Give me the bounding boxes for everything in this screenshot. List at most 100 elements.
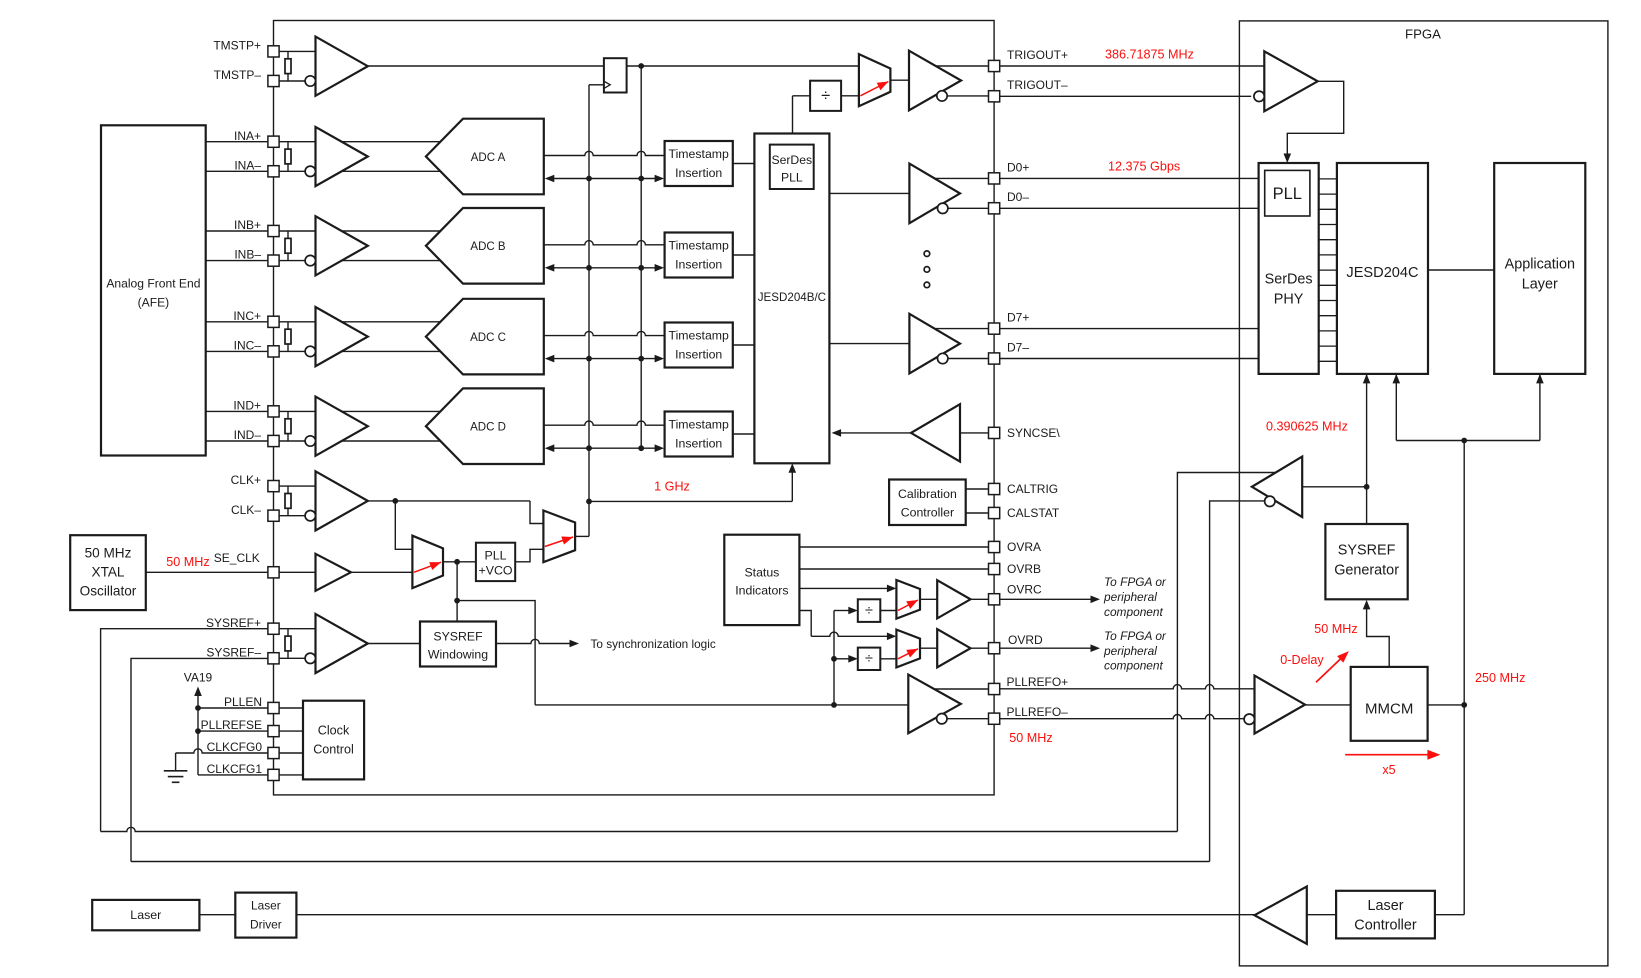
- svg-text:Generator: Generator: [1334, 562, 1399, 578]
- svg-text:TMSTP–: TMSTP–: [214, 68, 262, 82]
- svg-text:SYSREF+: SYSREF+: [206, 616, 261, 630]
- svg-text:PLLEN: PLLEN: [224, 695, 262, 709]
- svg-text:To FPGA or: To FPGA or: [1104, 575, 1167, 589]
- svg-text:÷: ÷: [821, 87, 830, 105]
- svg-text:Laser: Laser: [251, 899, 281, 913]
- svg-text:TMSTP+: TMSTP+: [213, 39, 261, 53]
- svg-text:ADC D: ADC D: [470, 422, 506, 434]
- svg-text:CLK+: CLK+: [231, 473, 261, 487]
- svg-text:12.375 Gbps: 12.375 Gbps: [1108, 159, 1180, 173]
- svg-text:OVRB: OVRB: [1007, 562, 1041, 576]
- svg-text:INC+: INC+: [233, 309, 261, 323]
- svg-text:Driver: Driver: [250, 918, 282, 932]
- svg-text:INA+: INA+: [234, 129, 261, 143]
- svg-text:PHY: PHY: [1274, 291, 1304, 307]
- svg-text:250 MHz: 250 MHz: [1475, 671, 1525, 685]
- svg-text:INB+: INB+: [234, 218, 261, 232]
- svg-text:TRIGOUT–: TRIGOUT–: [1007, 78, 1068, 92]
- svg-text:PLLREFO–: PLLREFO–: [1007, 705, 1069, 719]
- svg-text:50 MHz: 50 MHz: [1314, 622, 1357, 636]
- svg-text:ADC B: ADC B: [470, 241, 505, 253]
- svg-text:D0+: D0+: [1007, 161, 1029, 175]
- svg-text:XTAL: XTAL: [92, 565, 125, 580]
- svg-text:component: component: [1104, 605, 1164, 619]
- svg-text:peripheral: peripheral: [1103, 644, 1157, 658]
- svg-text:Layer: Layer: [1522, 276, 1558, 292]
- svg-text:OVRD: OVRD: [1008, 633, 1043, 647]
- svg-text:OVRC: OVRC: [1007, 583, 1042, 597]
- svg-text:Application: Application: [1505, 256, 1575, 272]
- svg-text:component: component: [1104, 659, 1164, 673]
- svg-text:Laser: Laser: [1368, 898, 1404, 914]
- svg-text:Clock: Clock: [318, 723, 350, 737]
- svg-text:Indicators: Indicators: [735, 584, 788, 598]
- svg-text:÷: ÷: [865, 651, 873, 667]
- svg-text:PLL: PLL: [1273, 185, 1302, 203]
- svg-text:D7+: D7+: [1007, 311, 1029, 325]
- svg-text:SerDes: SerDes: [1265, 271, 1313, 287]
- svg-text:0.390625 MHz: 0.390625 MHz: [1266, 420, 1348, 434]
- svg-text:50 MHz: 50 MHz: [85, 546, 132, 561]
- svg-text:OVRA: OVRA: [1007, 540, 1041, 554]
- svg-text:Control: Control: [313, 742, 354, 756]
- svg-text:+VCO: +VCO: [478, 564, 512, 578]
- svg-text:50 MHz: 50 MHz: [1009, 731, 1052, 745]
- svg-text:SYSREF: SYSREF: [433, 630, 483, 644]
- svg-text:JESD204B/C: JESD204B/C: [758, 291, 826, 304]
- svg-text:ADC C: ADC C: [470, 332, 506, 344]
- svg-text:TRIGOUT+: TRIGOUT+: [1007, 48, 1068, 62]
- svg-text:Timestamp: Timestamp: [669, 418, 730, 432]
- svg-text:IND+: IND+: [233, 399, 261, 413]
- svg-text:SYSREF: SYSREF: [1338, 542, 1396, 558]
- svg-text:CLK–: CLK–: [231, 503, 261, 517]
- svg-text:(AFE): (AFE): [138, 296, 170, 310]
- svg-text:386.71875 MHz: 386.71875 MHz: [1105, 47, 1194, 61]
- svg-text:Timestamp: Timestamp: [669, 239, 730, 253]
- svg-text:÷: ÷: [865, 603, 873, 619]
- svg-text:D7–: D7–: [1007, 341, 1029, 355]
- svg-text:CALTRIG: CALTRIG: [1007, 482, 1058, 496]
- svg-text:x5: x5: [1382, 763, 1395, 777]
- svg-text:To FPGA or: To FPGA or: [1104, 629, 1167, 643]
- svg-text:SYNCSE\: SYNCSE\: [1007, 426, 1060, 440]
- svg-text:PLL: PLL: [781, 171, 803, 185]
- svg-text:Calibration: Calibration: [898, 487, 957, 501]
- svg-text:Timestamp: Timestamp: [669, 147, 730, 161]
- svg-text:SYSREF–: SYSREF–: [206, 645, 261, 659]
- svg-text:Laser: Laser: [130, 908, 161, 922]
- svg-text:D0–: D0–: [1007, 190, 1029, 204]
- svg-text:Insertion: Insertion: [675, 258, 722, 272]
- svg-text:peripheral: peripheral: [1103, 590, 1157, 604]
- svg-text:Insertion: Insertion: [675, 166, 722, 180]
- svg-text:Windowing: Windowing: [428, 648, 488, 662]
- svg-text:PLL: PLL: [484, 549, 506, 563]
- svg-text:SE_CLK: SE_CLK: [214, 551, 260, 565]
- svg-text:FPGA: FPGA: [1405, 27, 1441, 42]
- svg-text:ADC A: ADC A: [471, 152, 506, 164]
- svg-text:Insertion: Insertion: [675, 348, 722, 362]
- svg-text:To synchronization logic: To synchronization logic: [591, 637, 716, 651]
- svg-text:50 MHz: 50 MHz: [166, 555, 209, 569]
- svg-text:Insertion: Insertion: [675, 437, 722, 451]
- svg-text:INA–: INA–: [234, 158, 261, 172]
- svg-text:Controller: Controller: [1354, 917, 1417, 933]
- svg-text:Timestamp: Timestamp: [669, 329, 730, 343]
- svg-text:Analog Front End: Analog Front End: [106, 277, 200, 291]
- svg-text:MMCM: MMCM: [1365, 701, 1413, 718]
- svg-text:CLKCFG0: CLKCFG0: [207, 740, 263, 754]
- svg-text:PLLREFSE: PLLREFSE: [201, 718, 262, 732]
- svg-text:IND–: IND–: [234, 428, 262, 442]
- svg-text:INC–: INC–: [234, 339, 262, 353]
- svg-text:VA19: VA19: [184, 671, 213, 685]
- svg-text:JESD204C: JESD204C: [1346, 265, 1418, 281]
- svg-text:INB–: INB–: [234, 248, 261, 262]
- svg-text:Oscillator: Oscillator: [80, 584, 137, 599]
- svg-text:0-Delay: 0-Delay: [1280, 653, 1324, 667]
- svg-text:CLKCFG1: CLKCFG1: [207, 762, 263, 776]
- svg-text:CALSTAT: CALSTAT: [1007, 506, 1060, 520]
- svg-text:1 GHz: 1 GHz: [654, 479, 690, 493]
- svg-text:Status: Status: [744, 566, 779, 580]
- svg-text:Controller: Controller: [901, 506, 954, 520]
- svg-text:SerDes: SerDes: [771, 153, 812, 167]
- svg-text:PLLREFO+: PLLREFO+: [1007, 675, 1069, 689]
